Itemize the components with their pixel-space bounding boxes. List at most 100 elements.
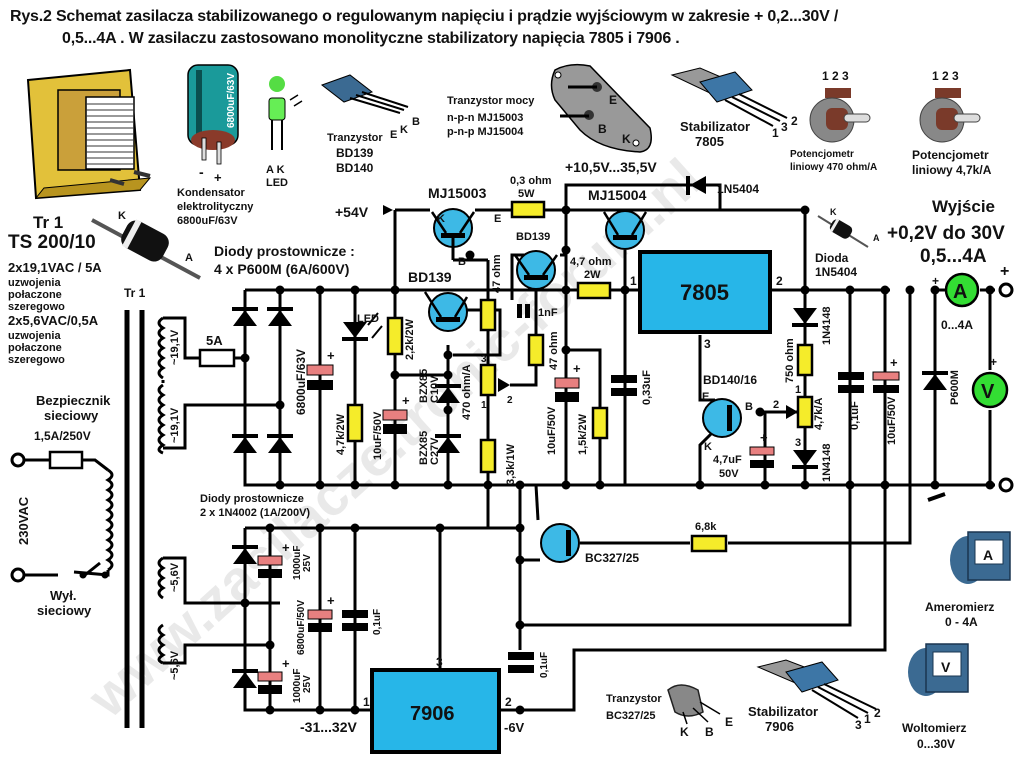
stab-7906-pin-2: 2: [874, 706, 881, 720]
stab-7906-pin-1: 1: [864, 712, 871, 726]
c-10u-a-label: 10uF/50V: [372, 411, 384, 460]
bridge-diode-3: [230, 434, 260, 455]
main-fuse-label-3: 1,5A/250V: [34, 429, 91, 443]
voltmeter-illustration-label-1: Woltomierz: [902, 721, 966, 735]
q-bc327: [540, 523, 580, 563]
pot-470-pin-1: 1: [822, 69, 829, 83]
c-4u7-value: 4,7uF: [713, 454, 742, 466]
pot-470[interactable]: [479, 363, 497, 397]
ic-7805-pin3: 3: [704, 337, 711, 351]
power-tr-label-2: n-p-n MJ15003: [447, 112, 523, 124]
diode-illustration: [91, 218, 201, 280]
power-transistor-illustration: [550, 63, 652, 153]
ammeter-illustration-label-1: Ameromierz: [925, 600, 994, 614]
stab-7805-pin-1: 1: [772, 126, 779, 140]
pot-470-pin-3: 3: [842, 69, 849, 83]
c-033: [611, 375, 637, 396]
output-terminal-plus[interactable]: [998, 282, 1014, 298]
capacitor-body-text: 6800uF/63V: [226, 73, 237, 128]
q-mj15004: [602, 210, 648, 250]
switch-label-2: sieciowy: [37, 603, 92, 618]
output-terminal-minus[interactable]: [998, 477, 1014, 493]
ammeter-glyph: A: [953, 281, 967, 303]
bd-label-3: BD140: [336, 161, 374, 175]
led-pins: A K: [266, 164, 285, 176]
output-range-a: 0,5...4A: [920, 246, 987, 267]
rectifier2-label-2: 2 x 1N4002 (1A/200V): [200, 507, 310, 519]
r-47-a: [479, 298, 497, 332]
input-arrow-icon: [383, 205, 393, 215]
diode-1n5404-label-1: Dioda: [815, 251, 849, 265]
fuse-5a-label: 5A: [206, 333, 223, 348]
svg-text:+: +: [327, 348, 335, 363]
page-title: Rys.2 Schemat zasilacza stabilizowanego …: [10, 6, 1020, 50]
q-mj15003-pin-e: E: [494, 213, 501, 225]
ic-7906-label: 7906: [410, 703, 455, 725]
output-terminal-plus-label: +: [1000, 263, 1009, 280]
power-tr-label-3: p-n-p MJ15004: [447, 126, 524, 138]
c-4u7-voltage: 50V: [719, 468, 739, 480]
tr1-spec1-note-1: uzwojenia: [8, 277, 61, 289]
mains-switch: [84, 561, 101, 577]
ammeter-symbol: [944, 272, 980, 308]
voltmeter-glyph: V: [981, 381, 995, 403]
mains-terminal-top: [10, 452, 26, 468]
r-0r3-value: 0,3 ohm: [510, 175, 552, 187]
q-bd139-a: [423, 291, 469, 332]
svg-text:+: +: [282, 656, 290, 671]
c-10u-c-label: 10uF/50V: [886, 396, 898, 445]
tr1-spec2-note-1: uzwojenia: [8, 330, 61, 342]
q-mj15003-pin-b: B: [458, 256, 466, 268]
winding-19v-a: [157, 316, 166, 380]
power-tr-label-1: Tranzystor mocy: [447, 95, 535, 107]
q-mj15004-label: MJ15004: [588, 187, 647, 203]
c-1000-b-value: 1000uF: [292, 669, 303, 703]
rectifier2-label-1: Diody prostownicze: [200, 493, 304, 505]
tr1-spec2-note-3: szeregowo: [8, 354, 65, 366]
fuse-5a: [198, 348, 236, 368]
d-1n5404-label: 1N5404: [717, 182, 759, 196]
power-tr-pin-b: B: [598, 122, 607, 136]
led-illustration: [268, 76, 303, 150]
voltmeter-illustration: [908, 643, 969, 696]
pot-4k7-pin-1: 1: [932, 69, 939, 83]
capacitor-minus: -: [199, 164, 204, 180]
c-033-label: 0,33uF: [641, 370, 653, 405]
switch-label-1: Wył.: [50, 588, 77, 603]
pot-4k7[interactable]: [796, 395, 814, 429]
r-0r3-power: 5W: [518, 188, 535, 200]
pot-4k7-pin-2: 2: [942, 69, 949, 83]
voltmeter-illustration-label-2: 0...30V: [917, 737, 955, 751]
main-fuse: [48, 450, 84, 470]
c-1n: [517, 304, 530, 318]
svg-text:+: +: [282, 540, 290, 555]
pot-470-label-1: Potencjometr: [790, 149, 854, 160]
stab-7906-illustration: [756, 659, 877, 719]
ammeter-illustration: [950, 531, 1011, 584]
bridge-diode-2: [265, 307, 295, 328]
q-mj15003: [430, 208, 476, 260]
q-bd139-b-label: BD139: [516, 231, 550, 243]
led-arrows: [367, 312, 383, 339]
c-10u-a: +: [382, 393, 410, 434]
stab-7805-pin-2: 2: [791, 114, 798, 128]
mains-terminal-bottom: [10, 567, 26, 583]
c-1000-b: +: [257, 656, 290, 694]
pot-4k7-label: 4,7k/A: [813, 398, 825, 430]
led-label: LED: [357, 313, 379, 325]
bc327-pin-k: K: [680, 725, 689, 739]
pot-4k7-pin1: 1: [795, 384, 801, 396]
zener-c27v-label-b: C27V: [429, 437, 441, 465]
d-1n4148-b-label: 1N4148: [821, 443, 833, 482]
tr1-spec2: 2x5,6VAC/0,5A: [8, 313, 99, 328]
main-fuse-label-2: sieciowy: [44, 408, 99, 423]
bd-pin-k: K: [400, 124, 408, 136]
svg-text:+: +: [760, 430, 768, 445]
c-01-a-label: 0,1uF: [849, 401, 861, 430]
bc327-illustration-label-2: BC327/25: [606, 710, 656, 722]
q-bd140-pin-b: B: [745, 401, 753, 413]
c-1000-a: +: [257, 540, 290, 578]
stab-7805-label-2: 7805: [695, 134, 724, 149]
c-10u-b: +: [554, 361, 581, 402]
bc327-illustration-label-1: Tranzystor: [606, 693, 662, 705]
